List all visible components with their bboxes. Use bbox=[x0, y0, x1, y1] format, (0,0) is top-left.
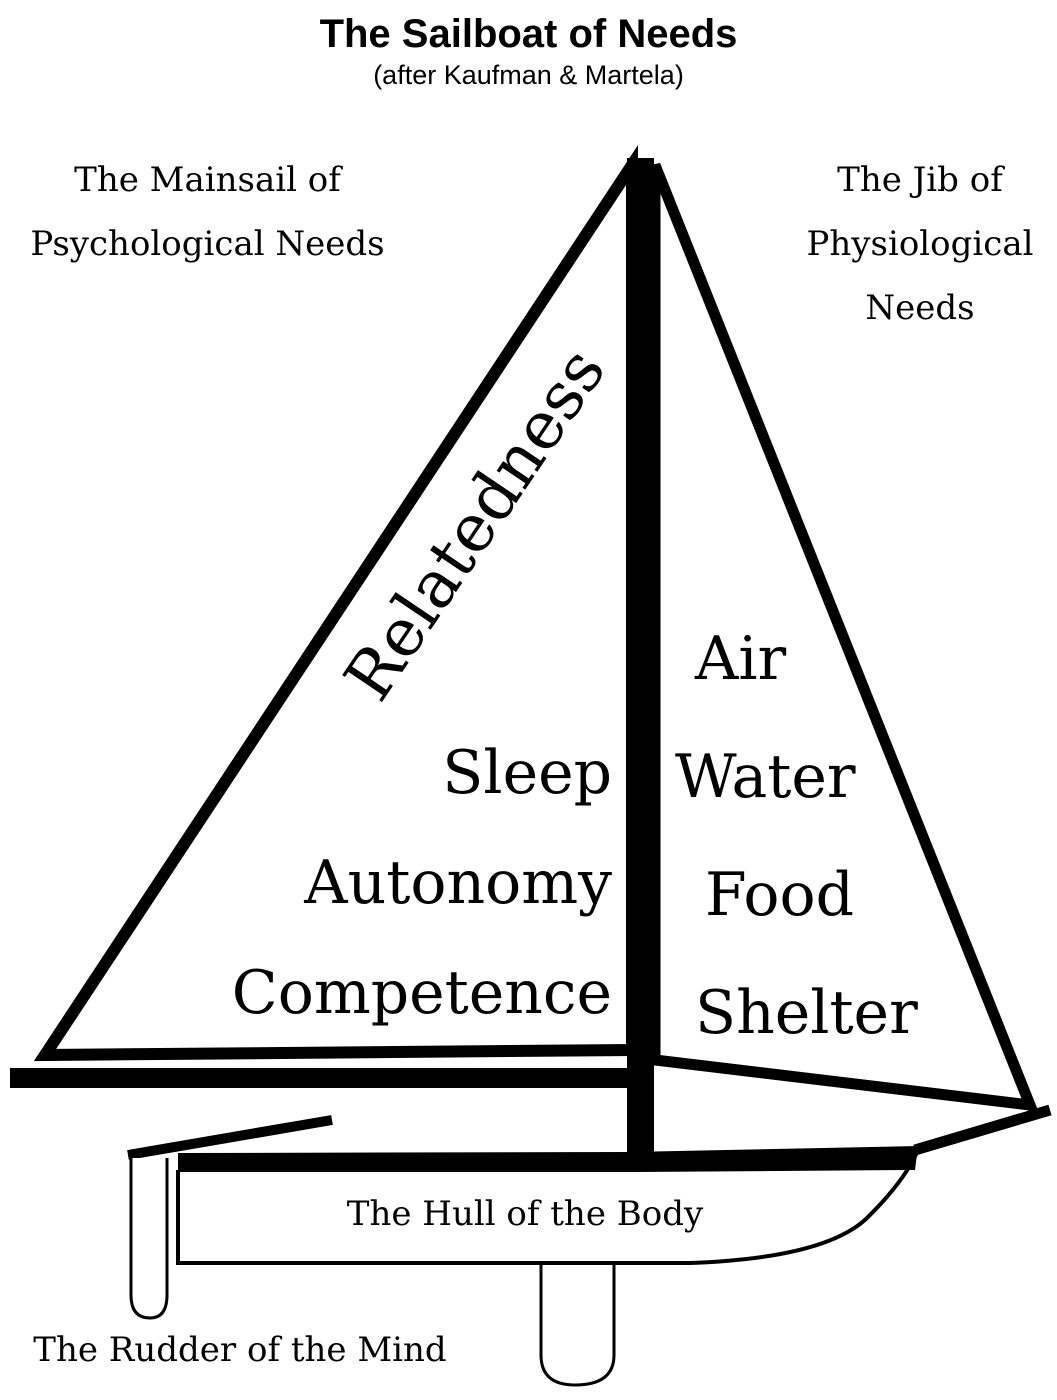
page-subtitle: (after Kaufman & Martela) bbox=[373, 60, 684, 90]
mainsail-label-line1: The Mainsail of bbox=[74, 160, 341, 200]
need-air: Air bbox=[695, 624, 787, 694]
mainsail-label: The Mainsail of Psychological Needs bbox=[0, 148, 415, 276]
deck bbox=[178, 1146, 918, 1172]
rudder-label: The Rudder of the Mind bbox=[33, 1330, 447, 1370]
tiller bbox=[127, 1115, 333, 1160]
mainsail-needs: Sleep Autonomy Competence bbox=[120, 718, 612, 1048]
jib-label: The Jib of Physiological Needs bbox=[790, 148, 1050, 340]
mainsail-label-line2: Psychological Needs bbox=[30, 224, 385, 264]
need-competence: Competence bbox=[231, 958, 612, 1028]
jib-label-line3: Needs bbox=[865, 288, 975, 328]
jib-shape bbox=[649, 162, 1039, 1112]
jib-label-line1: The Jib of bbox=[837, 160, 1003, 200]
boom bbox=[10, 1068, 630, 1088]
hull-shape bbox=[176, 1149, 920, 1265]
hull-label: The Hull of the Body bbox=[346, 1194, 704, 1234]
need-water: Water bbox=[675, 742, 856, 812]
need-food: Food bbox=[705, 860, 855, 930]
jib-label-line2: Physiological bbox=[806, 224, 1034, 264]
jib-needs: Air Water Food Shelter bbox=[675, 600, 975, 1072]
header: The Sailboat of Needs (after Kaufman & M… bbox=[0, 10, 1057, 92]
bowsprit bbox=[913, 1104, 1052, 1156]
need-relatedness: Relatedness bbox=[329, 334, 620, 714]
need-shelter: Shelter bbox=[695, 978, 918, 1048]
need-sleep: Sleep bbox=[442, 738, 612, 808]
keel-shape bbox=[539, 1265, 616, 1387]
need-autonomy: Autonomy bbox=[304, 848, 612, 918]
page-title: The Sailboat of Needs bbox=[319, 12, 738, 56]
mast bbox=[627, 158, 654, 1160]
rudder-shape bbox=[129, 1158, 169, 1320]
